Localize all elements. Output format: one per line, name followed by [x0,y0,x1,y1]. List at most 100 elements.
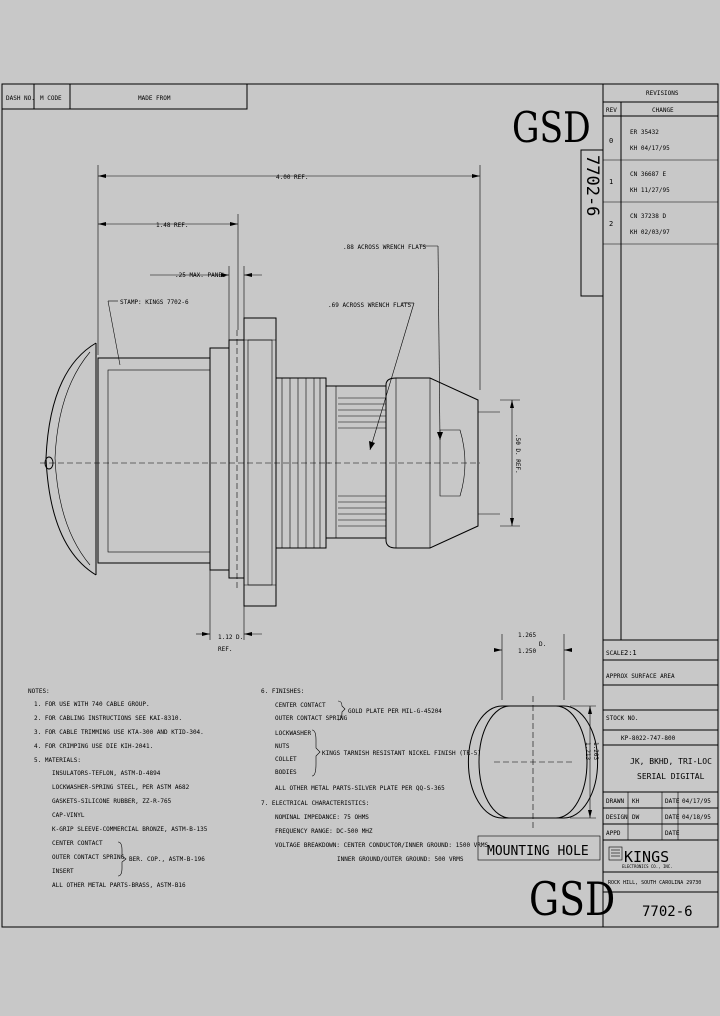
design-date-label: DATE [665,814,680,821]
materials-header: 5. MATERIALS: [34,757,81,764]
wrench-flats-88: .88 ACROSS WRENCH FLATS [343,244,426,251]
drawing-number: 7702-6 [642,904,693,920]
note-1: 1. FOR USE WITH 740 CABLE GROUP. [34,701,150,708]
rev-1-line2: KH 11/27/95 [630,187,670,194]
material-5: K-GRIP SLEEVE-COMMERCIAL BRONZE, ASTM-B-… [52,826,208,833]
drawn-date-label: DATE [665,798,680,805]
mounting-hole-label: MOUNTING HOLE [487,844,589,859]
vertical-part-number: 7702-6 [582,155,602,216]
dim-diameter-ref: REF. [218,646,232,653]
material-4: CAP-VINYL [52,812,85,819]
gsd-logo-top: GSD [512,104,591,153]
mount-dia-max: 1.265 [518,632,536,639]
stock-value: KP-8022-747-800 [621,735,676,742]
electrical: 7. ELECTRICAL CHARACTERISTICS: NOMINAL I… [261,800,489,863]
finishes: 6. FINISHES: CENTER CONTACT OUTER CONTAC… [261,688,481,792]
mount-dia-min: 1.250 [518,648,536,655]
finish-nickel-3: COLLET [275,756,297,763]
rev-2-line2: KH 02/03/97 [630,229,670,236]
description-line2: SERIAL DIGITAL [637,772,705,781]
dimensions: 4.00 REF. 1.48 REF. .25 MAX. PANEL STAMP… [97,165,521,653]
finish-nickel-text: KINGS TARNISH RESISTANT NICKEL FINISH (T… [322,750,481,757]
design-by: DW [632,814,640,821]
appd-label: APPD [606,830,621,837]
note-3: 3. FOR CABLE TRIMMING USE KTA-300 AND KT… [34,729,204,736]
rev-2: 2 [609,220,613,228]
wrench-flats-69: .69 ACROSS WRENCH FLATS [328,302,411,309]
note-4: 4. FOR CRIMPING USE DIE KIH-2041. [34,743,153,750]
change-col-label: CHANGE [652,107,674,114]
revisions-table: REVISIONS REV CHANGE 0 ER 35432 KH 04/17… [602,84,718,927]
finish-gold-1: CENTER CONTACT [275,702,326,709]
drawn-by: KH [632,798,640,805]
material-7: OUTER CONTACT SPRING [52,854,125,861]
drawn-date: 04/17/95 [682,798,711,805]
scale-value: 2:1 [624,649,637,657]
finish-nickel-2: NUTS [275,743,290,750]
material-6: CENTER CONTACT [52,840,103,847]
rev-1-line1: CN 36687 E [630,171,667,178]
electrical-frequency: FREQUENCY RANGE: DC-500 MHZ [275,828,373,835]
dim-ref-dia: .50 D. REF. [514,434,521,474]
electrical-voltage-1: VOLTAGE BREAKDOWN: CENTER CONDUCTOR/INNE… [275,842,489,849]
sheet-border [1,83,719,928]
mount-flat-max: 1.213 [584,742,591,760]
material-9: ALL OTHER METAL PARTS-BRASS, ASTM-B16 [52,882,186,889]
finish-other: ALL OTHER METAL PARTS-SILVER PLATE PER Q… [275,785,445,792]
electrical-header: 7. ELECTRICAL CHARACTERISTICS: [261,800,369,807]
rev-0: 0 [609,137,613,145]
materials-brace [117,841,127,877]
material-3: GASKETS-SILICONE RUBBER, ZZ-R-765 [52,798,172,805]
finish-gold-text: GOLD PLATE PER MIL-G-45204 [348,708,442,715]
company-address: ROCK HILL, SOUTH CAROLINA 29730 [608,880,701,886]
rev-1: 1 [609,178,613,186]
dim-overall: 4.00 REF. [276,174,309,181]
design-label: DESIGN [606,814,628,821]
title-block: SCALE 2:1 APPROX SURFACE AREA STOCK NO. … [603,639,718,920]
dim-panel: .25 MAX. PANEL [175,272,226,279]
finish-nickel-4: BODIES [275,769,297,776]
rev-col-label: REV [606,107,617,114]
kings-logo [608,846,623,861]
made-from-label: MADE FROM [138,95,171,102]
dim-diameter: 1.12 D. [218,634,243,641]
finish-nickel-1: LOCKWASHER [275,730,312,737]
rev-2-line1: CN 37238 D [630,213,667,220]
gold-brace [337,700,346,721]
dash-no-label: DASH NO. [6,95,35,102]
made-from-strip: DASH NO. M CODE MADE FROM [1,83,248,110]
description-line1: JK, BKHD, TRI-LOC [630,757,712,766]
company-sub: ELECTRONICS CO., INC. [622,864,673,869]
stamp-note: STAMP: KINGS 7702-6 [120,299,189,306]
drawn-label: DRAWN [606,798,624,805]
mounting-hole-box [477,835,601,861]
notes-header: NOTES: [28,688,50,695]
m-code-label: M CODE [40,95,62,102]
note-2: 2. FOR CABLING INSTRUCTIONS SEE KAI-8310… [34,715,182,722]
material-8: INSERT [52,868,74,875]
company-name: KINGS [624,848,669,866]
dim-body-length: 1.48 REF. [156,222,189,229]
materials-brace-text: BER. COP., ASTM-B-196 [129,856,205,863]
mount-flat-min: 1.203 [592,742,599,760]
appd-date-label: DATE [665,830,680,837]
finish-gold-2: OUTER CONTACT SPRING [275,715,348,722]
rev-0-line1: ER 35432 [630,129,659,136]
electrical-voltage-2: INNER GROUND/OUTER GROUND: 500 VRMS [337,856,464,863]
connector-side-view [40,317,500,607]
electrical-impedance: NOMINAL IMPEDANCE: 75 OHMS [275,814,369,821]
approx-surface-area: APPROX SURFACE AREA [606,673,675,680]
nickel-brace [311,729,321,777]
material-2: LOCKWASHER-SPRING STEEL, PER ASTM A682 [52,784,190,791]
scale-label: SCALE [606,650,624,657]
revisions-title: REVISIONS [646,90,679,97]
gsd-logo-bottom: GSD [529,872,615,926]
design-date: 04/18/95 [682,814,711,821]
mount-dia-suffix: D. [539,641,546,648]
mounting-hole-view: 1.265 1.250 D. 1.213 1.203 [467,632,599,828]
stock-label: STOCK NO. [606,715,639,722]
finishes-header: 6. FINISHES: [261,688,304,695]
material-1: INSULATORS-TEFLON, ASTM-D-4894 [52,770,161,777]
